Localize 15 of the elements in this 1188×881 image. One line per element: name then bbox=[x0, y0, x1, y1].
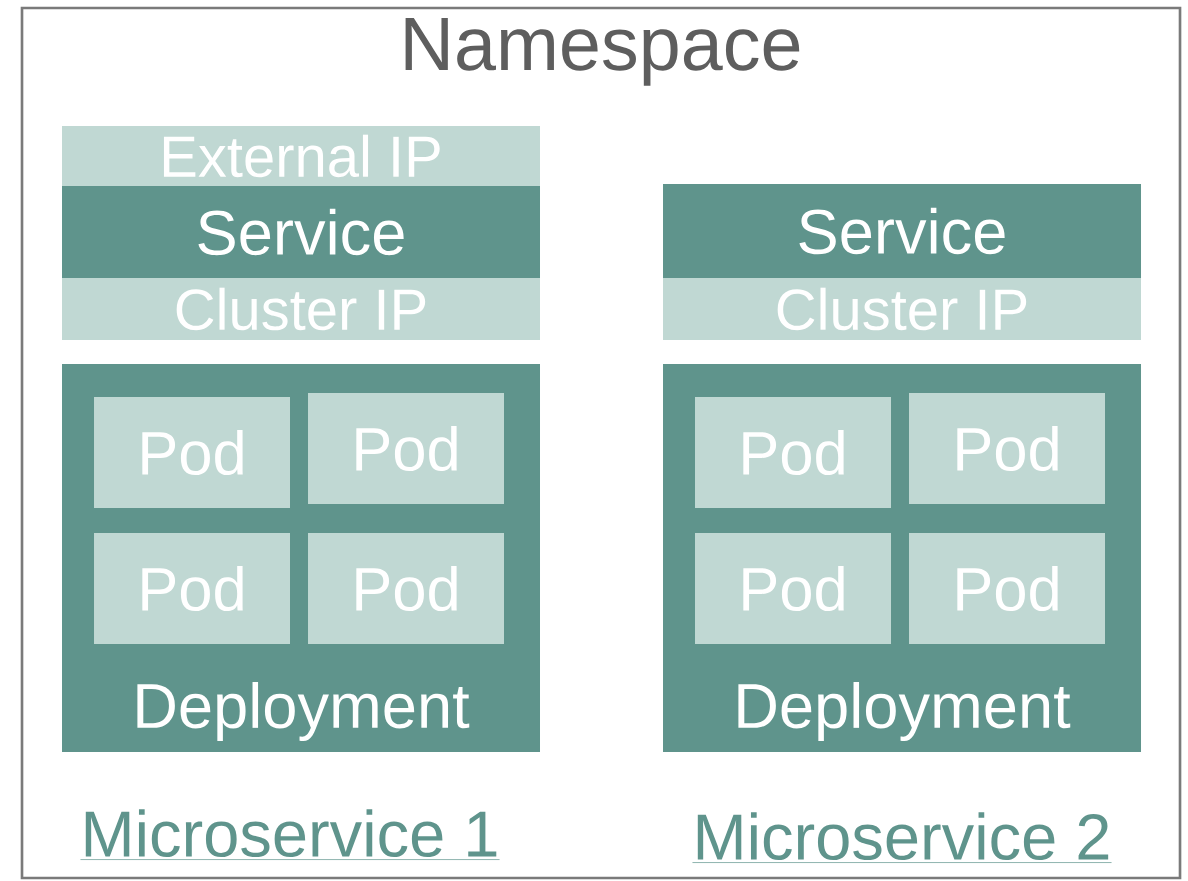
ip-band: Cluster IP bbox=[663, 278, 1141, 340]
ip-band: Cluster IP bbox=[62, 278, 540, 340]
pod-box: Pod bbox=[308, 393, 504, 504]
underlined-link: Microservice 2 bbox=[692, 812, 1112, 863]
pod-box: Pod bbox=[94, 533, 290, 644]
underlined-link: Microservice 1 bbox=[80, 809, 500, 860]
service-band: Service bbox=[62, 186, 540, 278]
pod-box: Pod bbox=[695, 533, 891, 644]
pod-box: Pod bbox=[308, 533, 504, 644]
pod-box: Pod bbox=[909, 393, 1105, 504]
service-band: Service bbox=[663, 184, 1141, 278]
pod-box: Pod bbox=[695, 397, 891, 508]
pod-box: Pod bbox=[94, 397, 290, 508]
pod-box: Pod bbox=[909, 533, 1105, 644]
ip-band: External IP bbox=[62, 126, 540, 186]
